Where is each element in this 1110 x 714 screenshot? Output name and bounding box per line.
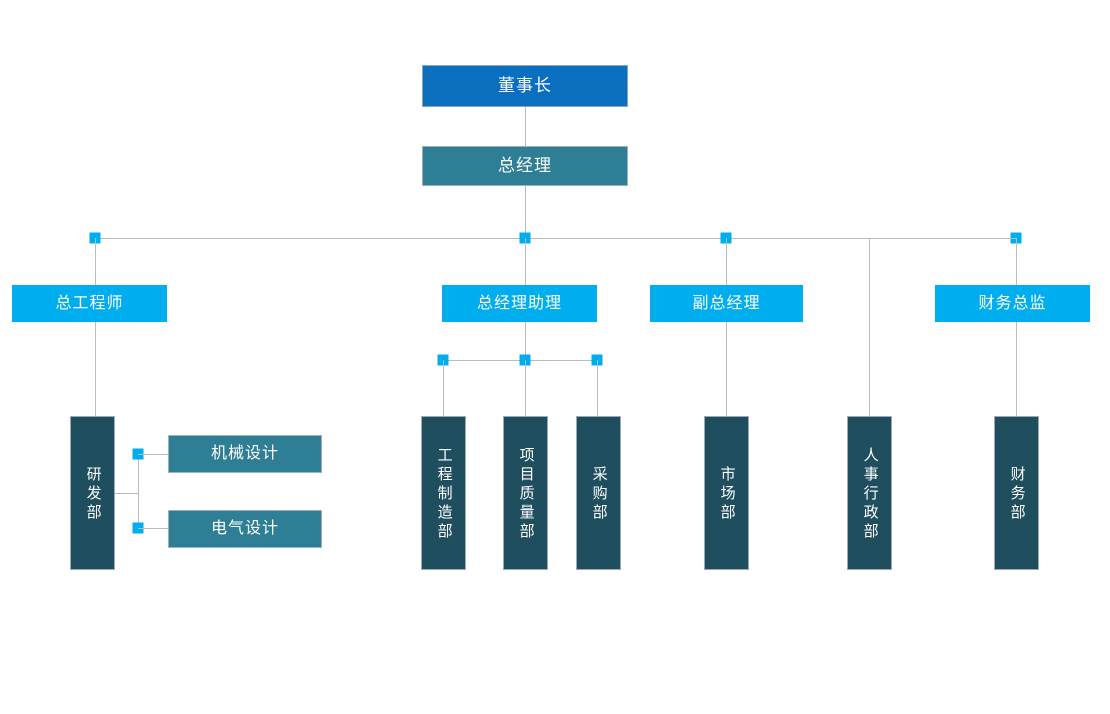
connector-subtrunk-to-purchasing (597, 360, 598, 416)
connector-gm-to-trunk (525, 186, 526, 238)
node-rd-department[interactable]: 研发部 (70, 416, 115, 570)
connector-subtrunk-to-engineering (443, 360, 444, 416)
node-deputy-gm[interactable]: 副总经理 (650, 285, 803, 322)
node-hr-admin-department[interactable]: 人事行政部 (847, 416, 892, 570)
connector-rd-stub (115, 493, 138, 494)
connector-trunk-to-chief-engineer (95, 238, 96, 285)
node-gm-assistant[interactable]: 总经理助理 (442, 285, 597, 322)
node-electrical-design[interactable]: 电气设计 (168, 510, 322, 548)
connector-trunk-to-finance-director (1016, 238, 1017, 285)
connector-trunk-to-deputy-gm (726, 238, 727, 285)
connector-gm-assistant-to-subtrunk (525, 322, 526, 360)
node-chief-engineer[interactable]: 总工程师 (12, 285, 167, 322)
node-finance-director[interactable]: 财务总监 (935, 285, 1090, 322)
connector-trunk-to-gm-assistant (525, 238, 526, 285)
node-chairman[interactable]: 董事长 (422, 65, 628, 107)
connector-rd-spine (138, 454, 139, 529)
connector-chairman-to-gm (525, 107, 526, 146)
node-engineering-department[interactable]: 工程制造部 (421, 416, 466, 570)
connector-subtrunk-to-quality (525, 360, 526, 416)
connector-chief-engineer-to-rd (95, 322, 96, 416)
connector-spine-to-electrical-design (138, 528, 168, 529)
node-quality-department[interactable]: 项目质量部 (503, 416, 548, 570)
node-purchasing-department[interactable]: 采购部 (576, 416, 621, 570)
node-finance-department[interactable]: 财务部 (994, 416, 1039, 570)
connector-branch-to-hr-admin (869, 238, 870, 416)
node-general-manager[interactable]: 总经理 (422, 146, 628, 186)
connector-spine-to-mechanical-design (138, 454, 168, 455)
node-mechanical-design[interactable]: 机械设计 (168, 435, 322, 473)
node-marketing-department[interactable]: 市场部 (704, 416, 749, 570)
connector-trunk-to-hr-branch (869, 238, 1016, 239)
connector-executive-trunk (95, 238, 1016, 239)
connector-deputy-gm-to-marketing (726, 322, 727, 416)
connector-finance-director-to-finance (1016, 322, 1017, 416)
